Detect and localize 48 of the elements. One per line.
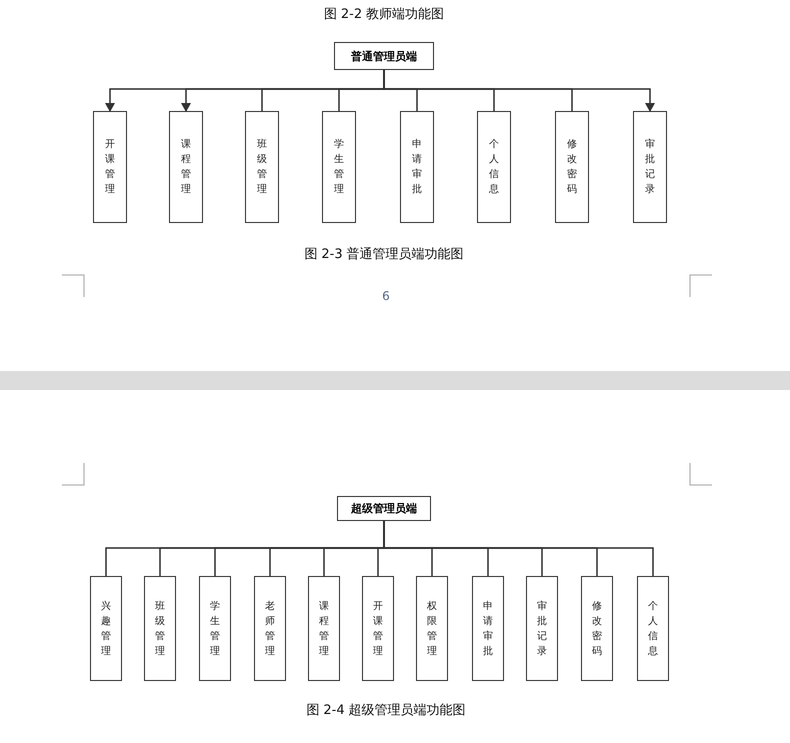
box-label: 个人信息 <box>648 600 658 658</box>
function-box <box>90 576 122 681</box>
box-label: 审批记录 <box>537 600 547 658</box>
function-box <box>362 576 394 681</box>
function-box <box>93 111 127 223</box>
box-title: 普通管理员端 <box>351 48 417 64</box>
box-label: 开课管理 <box>373 600 383 658</box>
box-label: 修改密码 <box>592 600 602 658</box>
figure-caption: 图 2-3 普通管理员端功能图 <box>304 246 464 263</box>
function-box <box>633 111 667 223</box>
function-box <box>581 576 613 681</box>
box-label: 课程管理 <box>319 600 329 658</box>
function-box <box>472 576 504 681</box>
box-label: 课程管理 <box>181 138 191 197</box>
function-box <box>555 111 589 223</box>
box-title: 超级管理员端 <box>351 501 417 516</box>
root-box <box>334 42 434 70</box>
box-label: 班级管理 <box>257 138 267 197</box>
connector <box>383 521 654 576</box>
function-box <box>637 576 669 681</box>
page-number: 6 <box>382 289 390 303</box>
box-label: 申请审批 <box>483 600 493 658</box>
function-box <box>477 111 511 223</box>
box-label: 申请审批 <box>412 138 422 197</box>
function-box <box>169 111 203 223</box>
figure-caption: 图 2-4 超级管理员端功能图 <box>306 702 466 719</box>
box-label: 审批记录 <box>645 138 655 197</box>
box-label: 老师管理 <box>265 600 275 658</box>
function-box <box>400 111 434 223</box>
function-box <box>144 576 176 681</box>
box-label: 班级管理 <box>155 600 165 658</box>
function-box <box>322 111 356 223</box>
function-box <box>254 576 286 681</box>
connector <box>383 70 655 112</box>
box-label: 兴趣管理 <box>101 600 111 658</box>
box-label: 开课管理 <box>105 138 115 197</box>
function-box <box>416 576 448 681</box>
function-box <box>308 576 340 681</box>
function-box <box>199 576 231 681</box>
function-box <box>526 576 558 681</box>
function-box <box>245 111 279 223</box>
box-label: 学生管理 <box>210 600 220 658</box>
box-label: 修改密码 <box>567 138 577 197</box>
figure-caption: 图 2-2 教师端功能图 <box>324 6 444 23</box>
root-box <box>337 496 431 521</box>
box-label: 权限管理 <box>427 600 437 658</box>
box-label: 学生管理 <box>334 138 344 197</box>
box-label: 个人信息 <box>489 138 499 197</box>
